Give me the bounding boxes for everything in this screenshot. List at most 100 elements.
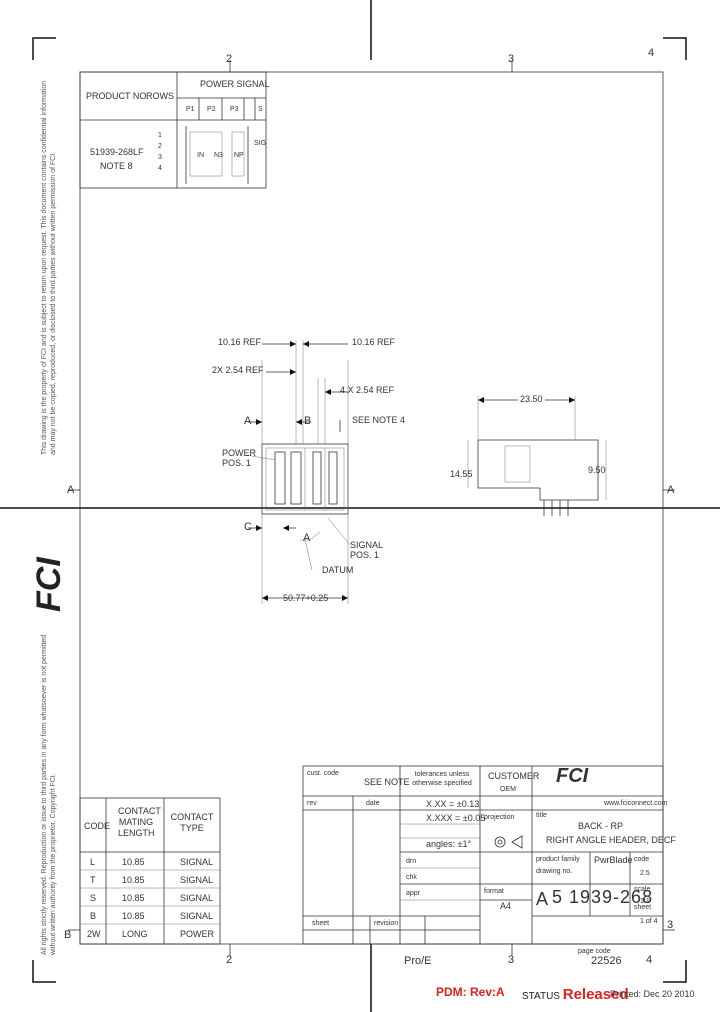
datum-label: DATUM: [322, 565, 354, 575]
pdm-revision: PDM: Rev:A: [436, 985, 505, 999]
corner-bottom-left: [32, 960, 56, 983]
printed-date: Printed: Dec 20 2010: [610, 989, 695, 999]
approved-by-label: appr: [406, 890, 421, 897]
code-label: code: [634, 856, 650, 863]
code-row-0-length: 10.85: [122, 857, 145, 867]
zone-top-2: 2: [226, 53, 233, 65]
drawing-no-label: drawing no.: [536, 868, 573, 875]
section-mark-a: A: [244, 415, 252, 427]
corner-bottom-right: [663, 960, 687, 983]
product-no-header: PRODUCT NO.: [86, 91, 149, 101]
drawn-by-label: drn: [406, 858, 417, 865]
zone-bottom-3: 3: [508, 954, 515, 966]
scale-value: 1:1: [640, 898, 650, 905]
page-code-value: 22526: [591, 955, 622, 967]
angles-tolerance: angles: ±1°: [426, 839, 472, 849]
revision-col-label: revision: [374, 920, 399, 927]
status-value: Released: [562, 986, 629, 1003]
sheet-value: 1 of 4: [640, 918, 658, 925]
s-mark: SIG: [254, 140, 267, 147]
code-row-4-code: 2W: [87, 929, 101, 939]
power-pos-label: POWER POS. 1: [222, 448, 257, 468]
code-row-4-type: POWER: [180, 929, 215, 939]
code-header: CODE: [84, 821, 111, 831]
rows-value: 1 2 3 4: [158, 132, 162, 172]
format-value: A4: [500, 901, 512, 911]
code-row-1-code: T: [90, 875, 96, 885]
dim-depth: 23.50: [518, 394, 545, 404]
zone-left-a: A: [67, 484, 75, 496]
drawing-number: 5 1939-268: [552, 887, 654, 907]
product-family-value: PwrBlade: [594, 855, 633, 865]
fci-url: www.fciconnect.com: [604, 800, 668, 807]
side-note-bottom: All rights strictly reserved. Reproducti…: [41, 634, 58, 955]
product-family-label: product family: [536, 856, 580, 863]
p3-header: P3: [230, 106, 239, 113]
dim-pitch-2x: 2X 2.54 REF: [212, 365, 264, 375]
status-label: STATUS: [522, 991, 560, 1002]
code-value: 2.5: [640, 870, 650, 877]
cust-code-label: cust. code: [307, 770, 339, 777]
checked-by-label: chk: [406, 874, 417, 881]
code-row-3-length: 10.85: [122, 911, 145, 921]
product-number: 51939-268LF: [90, 147, 144, 157]
rows-header: ROWS: [146, 91, 174, 101]
linear-tolerance-2: X.XXX = ±0.05: [426, 813, 486, 823]
code-row-3-type: SIGNAL: [180, 911, 214, 921]
s-header: S: [258, 106, 263, 113]
zone-bottom-4: 4: [646, 954, 653, 966]
code-row-2-type: SIGNAL: [180, 893, 214, 903]
source-label: Pro/E: [404, 955, 432, 967]
corner-top-left: [32, 37, 56, 60]
mating-length-header: CONTACT MATING LENGTH: [118, 806, 161, 838]
power-signal-header: POWER SIGNAL: [200, 79, 270, 89]
contact-type-header: CONTACT TYPE: [170, 812, 214, 833]
fci-logo: FCI: [30, 557, 68, 612]
corner-top-right: [663, 37, 687, 60]
sheet-label: sheet: [634, 904, 652, 911]
sheet-col-label: sheet: [312, 920, 330, 927]
customer-value: OEM: [500, 786, 516, 793]
format-label: format: [484, 888, 504, 895]
code-row-0-type: SIGNAL: [180, 857, 214, 867]
scale-label: scale: [634, 886, 651, 893]
code-row-1-type: SIGNAL: [180, 875, 214, 885]
section-mark-c: C: [244, 521, 252, 533]
projection-label: projection: [484, 814, 515, 821]
zone-right-3: 3: [667, 919, 674, 931]
title-block-logo: FCI: [556, 765, 589, 787]
dim-height-right: 9.50: [588, 465, 606, 475]
tolerances-label: tolerances unless otherwise specified: [412, 771, 472, 787]
zone-right-a: A: [667, 484, 675, 496]
view-mark-a: A: [303, 532, 311, 544]
code-row-4-length: LONG: [122, 929, 148, 939]
code-row-1-length: 10.85: [122, 875, 145, 885]
code-table-grid: [79, 797, 221, 945]
front-view: [245, 340, 351, 604]
dim-overall-width: 50.77+0.25: [283, 593, 329, 603]
zone-left-b: B: [64, 929, 72, 941]
date-col-label: date: [366, 800, 380, 807]
p1-header: P1: [186, 106, 195, 113]
dim-ref-left: 10.16 REF: [218, 337, 262, 347]
section-mark-b: B: [304, 415, 312, 427]
product-note: NOTE 8: [100, 161, 133, 171]
title-block-grid: [302, 765, 664, 945]
page-code-label: page code: [578, 948, 611, 955]
p2-mark: N3: [214, 152, 223, 159]
rev-col-label: rev: [307, 800, 317, 807]
customer-label: CUSTOMER: [488, 771, 540, 781]
signal-pos-label: SIGNAL POS. 1: [350, 540, 383, 560]
product-table-grid: [79, 71, 267, 189]
p2-header: P2: [207, 106, 216, 113]
title-line-1: BACK - RP: [578, 821, 624, 831]
zone-bottom-2: 2: [226, 954, 233, 966]
code-row-2-length: 10.85: [122, 893, 145, 903]
title-label: title: [536, 812, 547, 819]
dim-pitch-4x: 4 X 2.54 REF: [340, 385, 395, 395]
dim-ref-right: 10.16 REF: [352, 337, 396, 347]
side-view: [467, 396, 607, 516]
p3-mark: NP: [234, 152, 244, 159]
size-value: A: [536, 889, 549, 909]
title-line-2: RIGHT ANGLE HEADER, DECF: [546, 835, 676, 845]
